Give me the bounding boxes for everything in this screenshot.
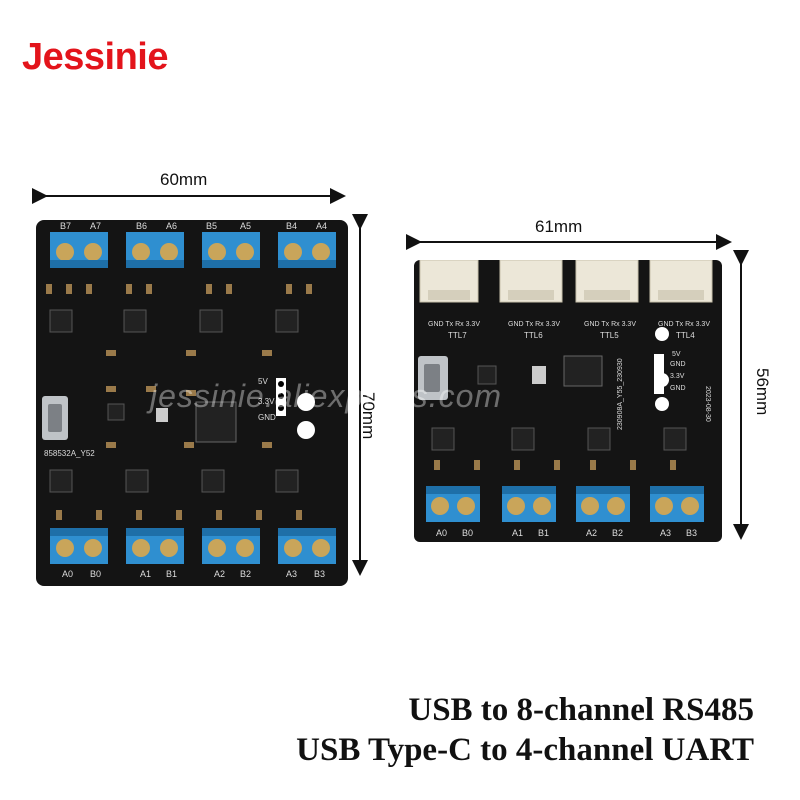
left-width-label: 60mm: [160, 170, 208, 189]
brand-logo: Jessinie: [22, 36, 169, 78]
svg-text:3.3V: 3.3V: [670, 373, 685, 380]
svg-text:B2: B2: [240, 569, 251, 579]
terminal-label: A4: [316, 221, 327, 231]
svg-text:B1: B1: [538, 528, 549, 538]
svg-text:5V: 5V: [672, 351, 681, 358]
svg-text:A0: A0: [436, 528, 447, 538]
terminal-label: A5: [240, 221, 251, 231]
terminal-label: B7: [60, 221, 71, 231]
svg-text:B3: B3: [686, 528, 697, 538]
svg-text:GND Tx Rx 3.3V: GND Tx Rx 3.3V: [508, 321, 560, 328]
svg-text:B3: B3: [314, 569, 325, 579]
svg-text:A1: A1: [140, 569, 151, 579]
connector-label: TTL6: [524, 331, 543, 340]
right-width-label: 61mm: [535, 217, 583, 236]
svg-text:GND: GND: [670, 385, 686, 392]
terminal-label: B4: [286, 221, 297, 231]
caption-line-2: USB Type-C to 4-channel UART: [296, 732, 754, 768]
svg-text:A1: A1: [512, 528, 523, 538]
svg-text:A0: A0: [62, 569, 73, 579]
terminal-label: B6: [136, 221, 147, 231]
caption-line-1: USB to 8-channel RS485: [408, 692, 754, 728]
svg-text:A2: A2: [586, 528, 597, 538]
board-date: 2023-08-30: [704, 386, 711, 422]
svg-text:A2: A2: [214, 569, 225, 579]
board-model: 858532A_Y52: [44, 449, 95, 458]
left-pcb-board: B7 A7 B6 A6 B5 A5 B4 A4 5V 3.3V GND: [36, 220, 348, 586]
svg-text:B1: B1: [166, 569, 177, 579]
svg-text:B0: B0: [90, 569, 101, 579]
svg-text:GND: GND: [258, 413, 276, 422]
svg-text:B2: B2: [612, 528, 623, 538]
svg-text:A3: A3: [660, 528, 671, 538]
right-pcb-board: GND Tx Rx 3.3V GND Tx Rx 3.3V GND Tx Rx …: [414, 260, 722, 542]
svg-text:A3: A3: [286, 569, 297, 579]
top-terminal-blocks: [50, 232, 336, 268]
connector-label: TTL7: [448, 331, 467, 340]
svg-text:B0: B0: [462, 528, 473, 538]
connector-label: TTL4: [676, 331, 695, 340]
svg-text:GND: GND: [670, 361, 686, 368]
svg-text:5V: 5V: [258, 377, 268, 386]
watermark-text: jessinie.aliexpress.com: [150, 378, 503, 414]
bottom-terminal-blocks: [50, 528, 336, 564]
svg-text:GND Tx Rx 3.3V: GND Tx Rx 3.3V: [428, 321, 480, 328]
svg-text:GND Tx Rx 3.3V: GND Tx Rx 3.3V: [584, 321, 636, 328]
terminal-label: A7: [90, 221, 101, 231]
terminal-label: A6: [166, 221, 177, 231]
bottom-terminal-blocks: [426, 486, 704, 522]
connector-label: TTL5: [600, 331, 619, 340]
board-model: 230908A_Y55_230930: [617, 358, 624, 430]
terminal-label: B5: [206, 221, 217, 231]
svg-text:3.3V: 3.3V: [258, 397, 275, 406]
svg-text:GND Tx Rx 3.3V: GND Tx Rx 3.3V: [658, 321, 710, 328]
